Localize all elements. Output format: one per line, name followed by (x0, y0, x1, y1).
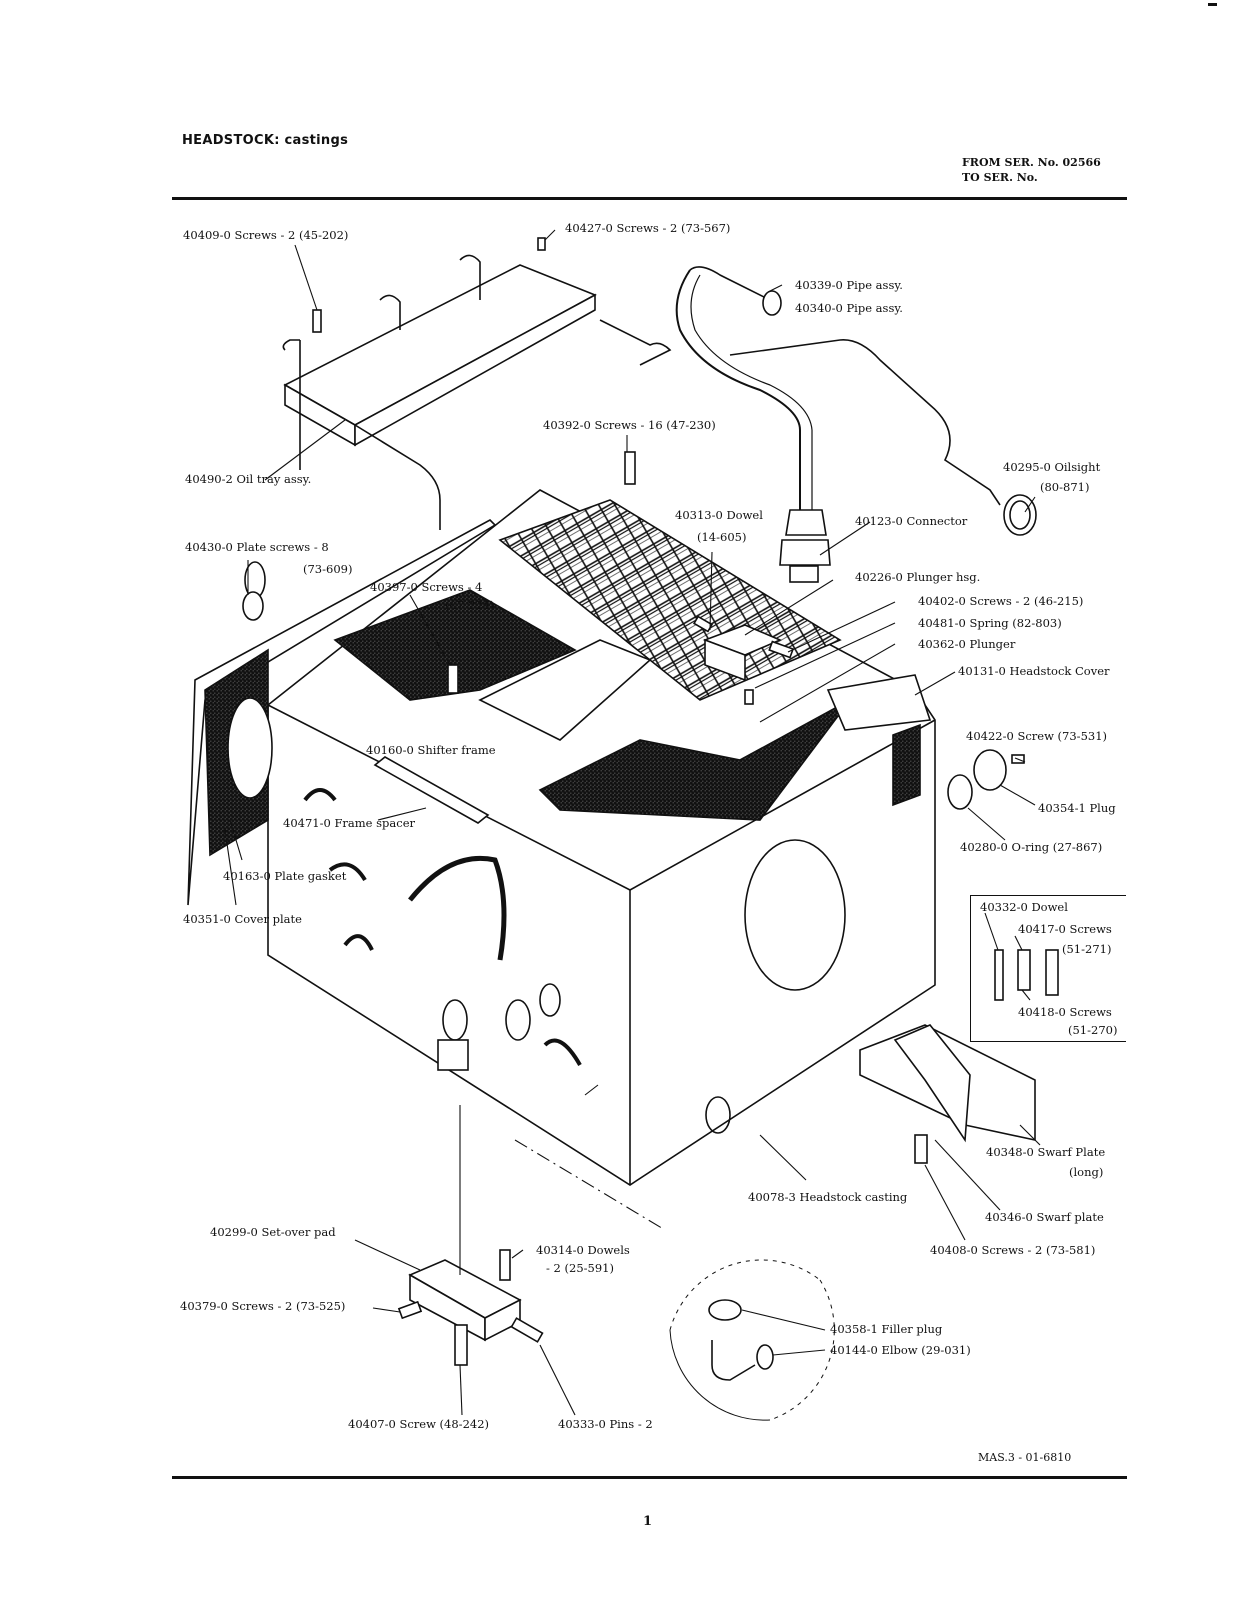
serial-range: FROM SER. No. 02566 TO SER. No. (962, 155, 1101, 185)
part-label-40144-0: 40144-0 Elbow (29-031) (830, 1343, 971, 1357)
part-label-40226-0: 40226-0 Plunger hsg. (855, 570, 981, 584)
screws-small (242, 237, 1059, 1001)
part-label-40348-0: 40348-0 Swarf Plate (long) (986, 1145, 1105, 1179)
serial-to: TO SER. No. (962, 171, 1038, 184)
part-label-40417-0: 40417-0 Screws (51-271) (1018, 922, 1112, 956)
part-label-40418-0: 40418-0 Screws (51-270) (1018, 1005, 1117, 1037)
part-label-40392-0: 40392-0 Screws - 16 (47-230) (543, 418, 716, 432)
part-label-40379-0: 40379-0 Screws - 2 (73-525) (180, 1299, 346, 1313)
part-label-40362-0: 40362-0 Plunger (918, 637, 1016, 651)
part-label-40333-0: 40333-0 Pins - 2 (558, 1417, 653, 1431)
part-label-text: 40397-0 Screws - 4 (370, 580, 483, 594)
part-label-40427-0: 40427-0 Screws - 2 (73-567) (565, 221, 731, 235)
pipe-assembly (675, 266, 1037, 583)
part-label-sub: (80-871) (1040, 480, 1090, 494)
part-label-40340-0: 40340-0 Pipe assy. (795, 301, 903, 315)
detail-inset-box (970, 895, 1126, 1042)
part-label-40339-0: 40339-0 Pipe assy. (795, 278, 903, 292)
part-label-text: 40314-0 Dowels (536, 1243, 630, 1257)
cover-plate-gasket (187, 519, 497, 906)
part-label-text: 40418-0 Screws (1018, 1005, 1112, 1019)
footer-rule (172, 1476, 1127, 1479)
part-label-sub: - 2 (25-591) (546, 1261, 614, 1275)
serial-from: FROM SER. No. 02566 (962, 156, 1101, 169)
part-label-40280-0: 40280-0 O-ring (27-867) (960, 840, 1103, 854)
part-label-40313-0: 40313-0 Dowel (14-605) (675, 508, 763, 544)
part-label-40351-0: 40351-0 Cover plate (183, 912, 302, 926)
filler-plug-detail (669, 1259, 835, 1421)
swarf-plates (859, 1024, 1036, 1164)
part-label-sub: (51-271) (1062, 942, 1112, 956)
part-label-40078-3: 40078-3 Headstock casting (748, 1190, 908, 1204)
page-number: 1 (643, 1514, 653, 1529)
headstock-casting (267, 489, 936, 1186)
part-label-40430-0: 40430-0 Plate screws - 8 (73-609) (185, 540, 352, 576)
leader-lines (224, 229, 1041, 1416)
oil-tray-assembly (282, 254, 672, 530)
header-rule (172, 197, 1127, 200)
part-label-40160-0: 40160-0 Shifter frame (366, 743, 496, 757)
part-label-40332-0: 40332-0 Dowel (980, 900, 1068, 914)
part-label-40299-0: 40299-0 Set-over pad (210, 1225, 336, 1239)
part-label-40409-0: 40409-0 Screws - 2 (45-202) (183, 228, 349, 242)
part-label-40397-0: 40397-0 Screws - 4 (47-224) (370, 580, 494, 612)
part-label-text: 40348-0 Swarf Plate (986, 1145, 1106, 1159)
page-edge-mark (1208, 3, 1217, 6)
part-label-text: 40430-0 Plate screws - 8 (185, 540, 329, 554)
part-label-sub: (51-270) (1068, 1023, 1118, 1037)
part-label-sub: (73-609) (303, 562, 353, 576)
part-label-40295-0: 40295-0 Oilsight (80-871) (1003, 460, 1100, 494)
part-label-40123-0: 40123-0 Connector (855, 514, 968, 528)
part-label-text: 40417-0 Screws (1018, 922, 1112, 936)
part-label-text: 40295-0 Oilsight (1003, 460, 1101, 474)
part-label-40314-0: 40314-0 Dowels - 2 (25-591) (536, 1243, 630, 1275)
part-label-40471-0: 40471-0 Frame spacer (283, 816, 416, 830)
document-reference: MAS.3 - 01-6810 (978, 1451, 1072, 1464)
page-title: HEADSTOCK: castings (182, 133, 349, 148)
part-label-40422-0: 40422-0 Screw (73-531) (966, 729, 1108, 743)
frame-spacer-part (373, 756, 490, 824)
part-label-40354-1: 40354-1 Plug (1038, 801, 1116, 815)
part-label-40481-0: 40481-0 Spring (82-803) (918, 616, 1062, 630)
set-over-pad (397, 1249, 544, 1366)
part-label-40358-1: 40358-1 Filler plug (830, 1322, 943, 1336)
part-label-40407-0: 40407-0 Screw (48-242) (348, 1417, 490, 1431)
part-label-40131-0: 40131-0 Headstock Cover (958, 664, 1110, 678)
part-label-sub: (long) (1069, 1165, 1104, 1179)
part-label-40490-2: 40490-2 Oil tray assy. (185, 472, 312, 486)
part-label-40408-0: 40408-0 Screws - 2 (73-581) (930, 1243, 1096, 1257)
part-label-40402-0: 40402-0 Screws - 2 (46-215) (918, 594, 1084, 608)
part-label-sub: (47-224) (445, 598, 495, 612)
part-label-40346-0: 40346-0 Swarf plate (985, 1210, 1104, 1224)
part-label-text: 40313-0 Dowel (675, 508, 763, 522)
part-label-sub: (14-605) (697, 530, 747, 544)
part-label-40163-0: 40163-0 Plate gasket (223, 869, 347, 883)
plug-oring (947, 749, 1025, 810)
